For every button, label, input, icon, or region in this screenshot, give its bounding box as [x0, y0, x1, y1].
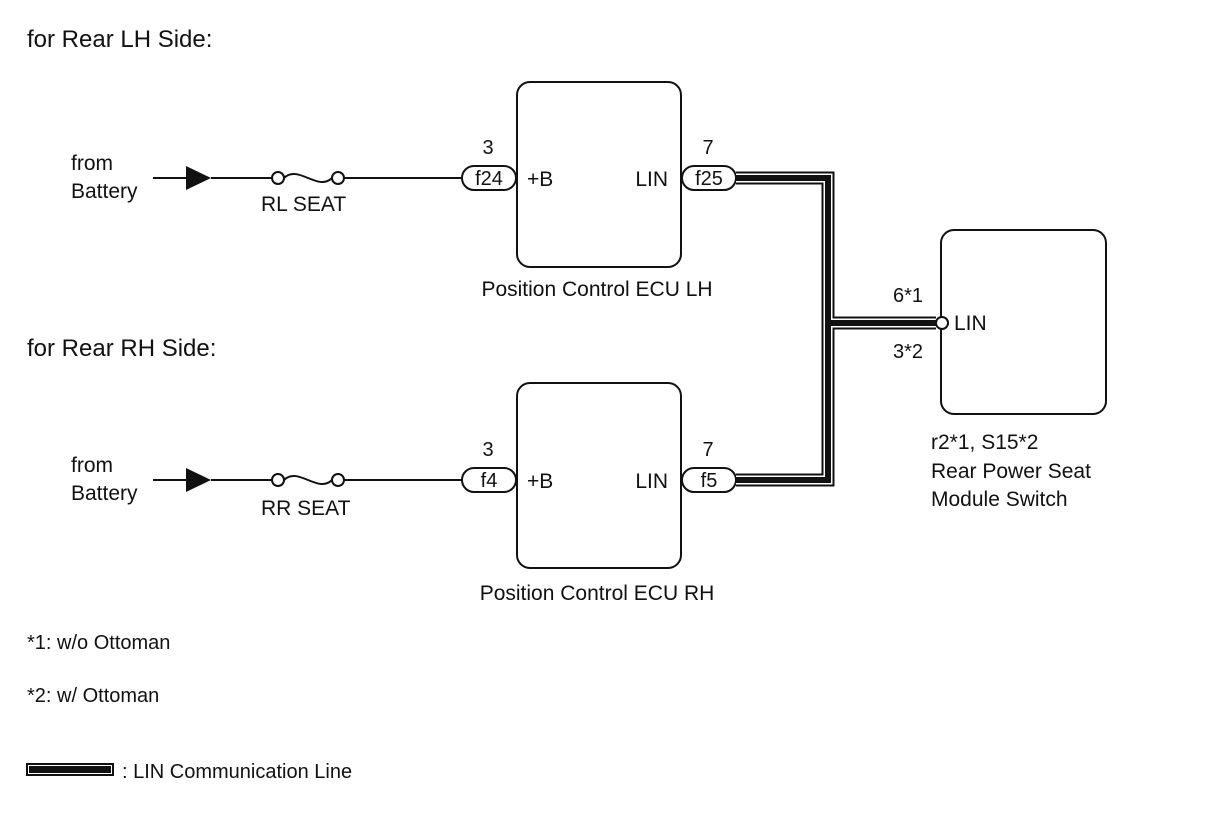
switch-terminal: [935, 316, 949, 330]
lh-fuse-icon: [271, 171, 345, 185]
rh-pin-b-number: 3: [482, 439, 493, 461]
lh-ecu-box: [516, 81, 682, 268]
lh-source-label-battery: Battery: [71, 180, 138, 203]
rh-source-label-battery: Battery: [71, 482, 138, 505]
lh-connector-lin-label: f25: [695, 168, 723, 190]
note-1: *1: w/o Ottoman: [27, 632, 170, 654]
rh-ecu-name: Position Control ECU RH: [480, 582, 715, 605]
lh-ecu-pin-b-label: +B: [527, 168, 553, 191]
rh-fuse-icon: [271, 473, 345, 487]
section-title-lh: for Rear LH Side:: [27, 26, 212, 53]
rh-fuse-label: RR SEAT: [261, 497, 351, 520]
section-title-rh: for Rear RH Side:: [27, 335, 216, 362]
lh-connector-b-label: f24: [475, 168, 503, 190]
lin-bus: [736, 171, 936, 487]
rh-ecu-pin-lin-label: LIN: [635, 470, 668, 493]
lh-ecu-name: Position Control ECU LH: [481, 278, 712, 301]
rh-ecu-box: [516, 382, 682, 569]
lh-pin-b-number: 3: [482, 137, 493, 159]
rh-circuit: from Battery RR SEAT 3 f4 +B LIN Positio…: [71, 382, 737, 605]
rh-arrow-icon: [186, 468, 211, 492]
rh-ecu-pin-b-label: +B: [527, 470, 553, 493]
lh-arrow-icon: [186, 166, 211, 190]
rh-pin-lin-number: 7: [702, 439, 713, 461]
rh-connector-b-label: f4: [481, 470, 498, 492]
switch-module: LIN 6*1 3*2 r2*1, S15*2 Rear Power Seat …: [893, 229, 1107, 511]
switch-pin-label: LIN: [954, 312, 987, 335]
lh-ecu-pin-lin-label: LIN: [635, 168, 668, 191]
switch-code: r2*1, S15*2: [931, 431, 1038, 454]
note-2: *2: w/ Ottoman: [27, 685, 159, 707]
legend: : LIN Communication Line: [26, 761, 352, 783]
switch-pin-number-2: 3*2: [893, 341, 923, 363]
switch-name-line2: Module Switch: [931, 488, 1068, 511]
switch-name-line1: Rear Power Seat: [931, 460, 1091, 483]
lh-pin-lin-number: 7: [702, 137, 713, 159]
lh-circuit: from Battery RL SEAT 3 f24 +B LIN Positi…: [71, 81, 737, 301]
switch-pin-number-1: 6*1: [893, 285, 923, 307]
rh-connector-lin-label: f5: [701, 470, 718, 492]
lh-fuse-label: RL SEAT: [261, 193, 346, 216]
rh-source-label-from: from: [71, 454, 113, 477]
lh-source-label-from: from: [71, 152, 113, 175]
legend-label: : LIN Communication Line: [122, 761, 352, 783]
